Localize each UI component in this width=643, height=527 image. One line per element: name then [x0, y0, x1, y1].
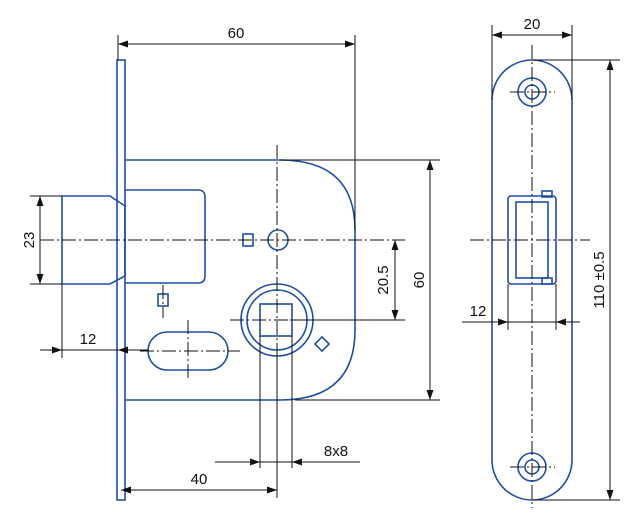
dim-overall-depth: 60	[117, 25, 356, 230]
dim-spindle-square-label: 8x8	[324, 443, 348, 460]
dim-spindle-offset: 20.5	[290, 240, 405, 321]
dim-faceplate-length: 110 ±0.5	[532, 59, 620, 501]
dim-faceplate-width-label: 20	[524, 16, 541, 33]
dim-latch-projection: 12	[40, 284, 148, 358]
lock-case	[125, 159, 356, 401]
dim-hub-height-label: 60	[411, 272, 428, 289]
dim-latch-projection-label: 12	[80, 331, 97, 348]
dim-hub-height: 60	[280, 159, 440, 401]
dim-backset-label: 40	[191, 471, 208, 488]
marker-square-tilted	[313, 335, 331, 353]
dim-faceplate-length-label: 110 ±0.5	[591, 251, 608, 308]
faceplate-view: 20 110 ±0.5 12	[462, 16, 620, 508]
latch-tab-top	[541, 190, 553, 198]
dim-faceplate-thickness-label: 12	[470, 303, 487, 320]
latch-bolt-body	[125, 189, 206, 284]
latch-tab-bottom	[541, 277, 553, 285]
dim-faceplate-width: 20	[491, 16, 573, 100]
dim-faceplate-thickness: 12	[462, 284, 580, 330]
faceplate	[491, 59, 573, 501]
dim-latch-height: 23	[21, 195, 62, 285]
dim-spindle-offset-label: 20.5	[375, 265, 392, 294]
dim-overall-depth-label: 60	[228, 25, 245, 42]
dim-backset: 40	[121, 356, 278, 498]
lock-body-view: 60 23 20.5 60	[21, 25, 440, 501]
dim-spindle-square: 8x8	[215, 336, 360, 468]
dim-latch-height-label: 23	[21, 232, 38, 249]
